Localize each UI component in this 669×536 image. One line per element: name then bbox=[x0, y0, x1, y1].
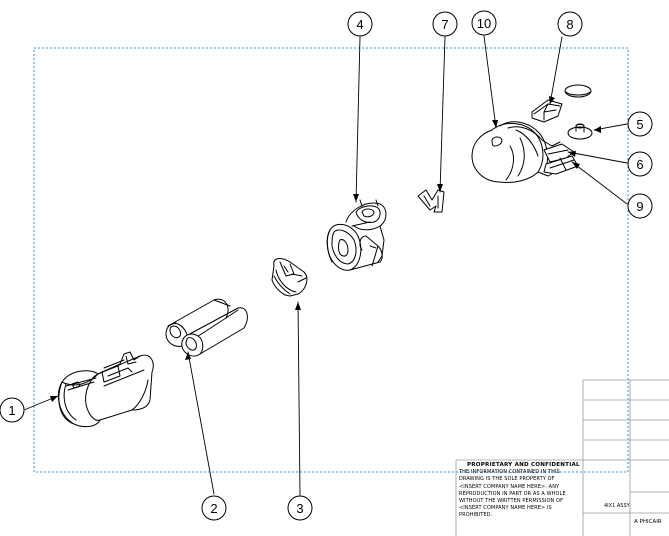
note-line: REPRODUCTION IN PART OR AS A WHOLE bbox=[459, 490, 566, 497]
note-line: <INSERT COMPANY NAME HERE> IS bbox=[459, 505, 552, 512]
balloon-label: 10 bbox=[477, 16, 491, 31]
part-3-clip bbox=[271, 258, 308, 297]
note-line: PROHIBITED. bbox=[459, 512, 493, 519]
part-1-housing bbox=[58, 351, 154, 428]
part-8-button bbox=[531, 99, 563, 123]
balloon-label: 2 bbox=[210, 501, 217, 516]
balloon-1: 1 bbox=[0, 397, 25, 423]
note-line: <INSERT COMPANY NAME HERE>. ANY bbox=[459, 483, 560, 490]
part-7-spring-clip bbox=[417, 189, 445, 213]
leader-lines bbox=[23, 35, 628, 496]
part-4-lens-holder bbox=[326, 199, 387, 271]
balloon-2: 2 bbox=[201, 495, 227, 521]
note-heading: PROPRIETARY AND CONFIDENTIAL bbox=[467, 462, 580, 468]
title-block-grid bbox=[455, 379, 669, 536]
balloon-label: 8 bbox=[566, 17, 573, 32]
note-line: THE INFORMATION CONTAINED IN THIS bbox=[459, 469, 560, 476]
company-name: A PHICAIR bbox=[634, 519, 662, 525]
proprietary-note: PROPRIETARY AND CONFIDENTIAL THE INFORMA… bbox=[459, 462, 581, 520]
note-line: DRAWING IS THE SOLE PROPERTY OF bbox=[459, 476, 555, 483]
part-9-bracket bbox=[543, 155, 579, 175]
balloon-label: 7 bbox=[441, 17, 448, 32]
leader-arrowheads bbox=[50, 96, 601, 402]
balloon-8: 8 bbox=[557, 11, 583, 37]
assembly-name: 4IX1 ASSY bbox=[604, 503, 630, 509]
balloon-6: 6 bbox=[627, 151, 653, 177]
balloon-10: 10 bbox=[471, 10, 497, 36]
balloon-4: 4 bbox=[347, 11, 373, 37]
part-10-lamp-head bbox=[471, 121, 567, 183]
balloon-label: 5 bbox=[636, 117, 643, 132]
part-2-batteries bbox=[165, 298, 248, 357]
balloon-7: 7 bbox=[432, 11, 458, 37]
sheet-border bbox=[33, 47, 629, 473]
part-cap-disc bbox=[564, 84, 592, 98]
part-5-knob bbox=[567, 123, 593, 140]
balloon-label: 1 bbox=[8, 403, 15, 418]
balloon-label: 3 bbox=[296, 501, 303, 516]
balloon-3: 3 bbox=[287, 495, 313, 521]
balloon-label: 4 bbox=[356, 17, 363, 32]
balloon-label: 6 bbox=[636, 157, 643, 172]
balloon-9: 9 bbox=[627, 193, 653, 219]
balloon-label: 9 bbox=[636, 199, 643, 214]
note-line: WITHOUT THE WRITTEN PERMISSION OF bbox=[459, 498, 564, 505]
balloon-5: 5 bbox=[627, 111, 653, 137]
